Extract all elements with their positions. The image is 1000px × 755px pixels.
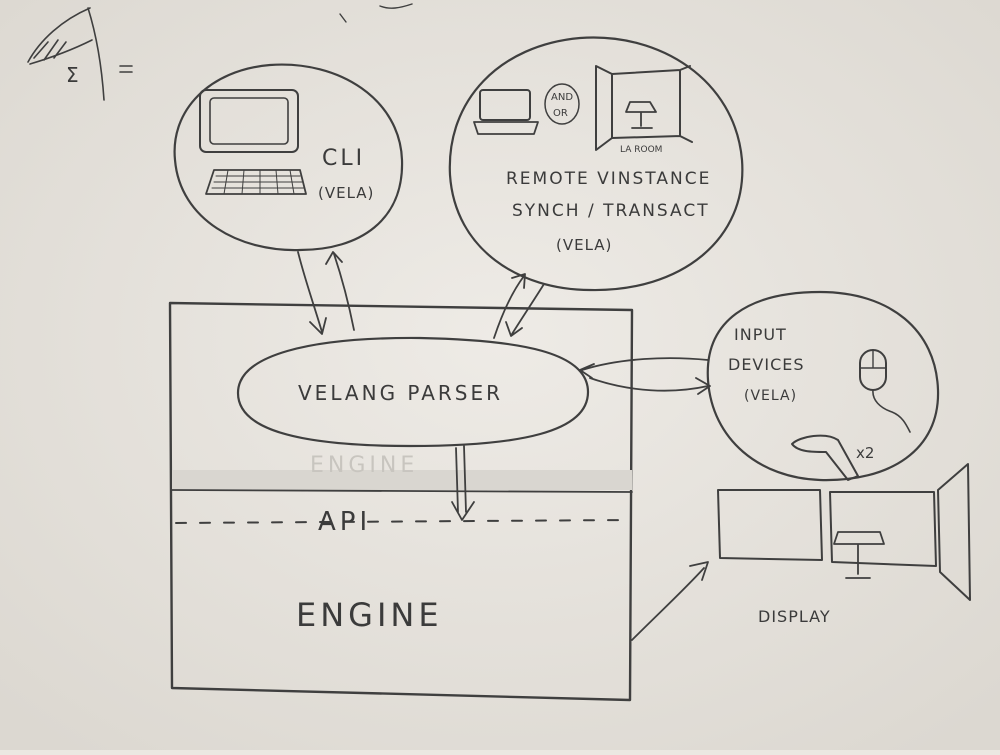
- corner-doodle: Σ: [27, 3, 413, 101]
- input-line-3: (VELA): [744, 388, 797, 404]
- remote-line-3: (VELA): [556, 236, 612, 254]
- and-or-badge: AND OR: [544, 83, 580, 125]
- cli-title: CLI: [322, 146, 365, 171]
- remote-line-1: REMOTE VINSTANCE: [506, 169, 711, 189]
- controller-icon: [791, 434, 859, 481]
- parser-input-arrow-out: [579, 357, 709, 379]
- input-line-2: DEVICES: [728, 355, 805, 374]
- or-label: OR: [553, 108, 568, 119]
- cli-subtitle: (VELA): [318, 184, 374, 202]
- api-line: API: [175, 507, 629, 537]
- remote-line-2: SYNCH / TRANSACT: [512, 201, 710, 221]
- room-label: LA ROOM: [620, 145, 662, 155]
- engine-box: ENGINE: [168, 301, 634, 702]
- computer-icon: [199, 89, 307, 195]
- remote-instance-bubble: AND OR LA ROOM REMOTE VINSTANCE SYNCH / …: [448, 36, 744, 292]
- parser-input-arrow-in: [589, 377, 711, 395]
- cli-bubble: CLI (VELA): [173, 63, 404, 252]
- remote-to-parser-arrow: [505, 283, 545, 337]
- ghost-engine-label: ENGINE: [310, 453, 418, 478]
- corner-mark: Σ: [66, 63, 79, 87]
- parser-label: VELANG PARSER: [298, 381, 503, 405]
- parser-to-cli-arrow: [325, 251, 355, 331]
- engine-label: ENGINE: [296, 596, 443, 634]
- connectors: [297, 251, 711, 641]
- input-devices-bubble: INPUT DEVICES (VELA) x2: [706, 290, 940, 482]
- velang-parser-node: VELANG PARSER: [236, 336, 590, 448]
- parser-to-remote-arrow: [493, 273, 526, 339]
- engine-to-display-arrow: [631, 561, 709, 641]
- parser-to-api-arrow: [451, 445, 475, 521]
- laptop-icon: [473, 89, 539, 135]
- display-node: DISPLAY: [717, 463, 971, 626]
- mouse-icon: [859, 349, 911, 433]
- cli-to-parser-arrow: [297, 251, 327, 335]
- room-icon: [595, 65, 693, 151]
- display-label: DISPLAY: [758, 607, 831, 626]
- api-label: API: [318, 507, 371, 537]
- device-count: x2: [856, 444, 874, 462]
- and-label: AND: [551, 92, 573, 103]
- input-line-1: INPUT: [734, 325, 787, 344]
